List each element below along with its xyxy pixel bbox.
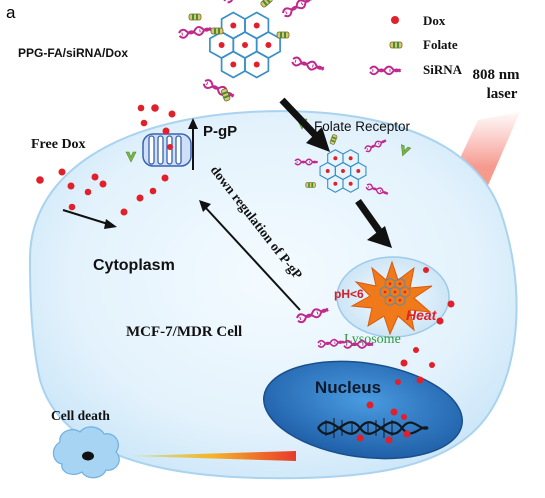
laser-wavelength-label: 808 nm [472,67,520,83]
lysosome-dox-dots [423,267,455,325]
sirna-icon [369,65,402,76]
legend-item-folate: Folate [423,37,458,52]
ph-label: pH<6 [334,287,364,301]
laser-label: laser [487,86,518,102]
legend-item-sirna: SiRNA [423,62,463,77]
folate-icon [389,41,403,49]
pgp-efflux-arrowhead [188,118,198,129]
down-regulation-arrow [204,206,301,311]
heat-label: Heat [406,307,438,323]
starburst-heat-icon [350,260,433,336]
dna-helix-icon [317,418,429,438]
uptake-arrows [279,97,392,248]
dead-cell-nucleus [82,451,94,461]
pgp-transporter-icon [142,133,192,167]
nucleus [263,360,463,460]
cell-death-arrow [130,451,296,461]
pgp-label: P-gP [203,123,237,140]
construct-label: PPG-FA/siRNA/Dox [18,46,128,60]
nucleus-dox-dots [356,401,411,444]
cell-death-label: Cell death [51,408,110,423]
legend: Dox Folate SiRNA [369,13,463,77]
legend-item-dox: Dox [423,13,446,28]
ppg-fa-sirna-dox-construct [177,0,326,103]
folate-receptor-label: Folate Receptor [314,119,411,134]
free-dox-label: Free Dox [31,137,86,152]
pgp-dox-dots [140,104,176,195]
down-regulation-arrowhead [199,200,211,212]
cytoplasm-label: Cytoplasm [93,257,175,274]
cell-label: MCF-7/MDR Cell [126,324,242,340]
free-dox-entry-arrowhead [104,219,117,229]
free-dox-dots [36,104,145,216]
nucleus-label: Nucleus [315,378,381,397]
panel-label: a [6,3,16,22]
cytoplasm-dox-dots [395,347,435,385]
free-dox-entry-arrow [62,209,109,225]
dox-dot-icon [391,16,399,24]
